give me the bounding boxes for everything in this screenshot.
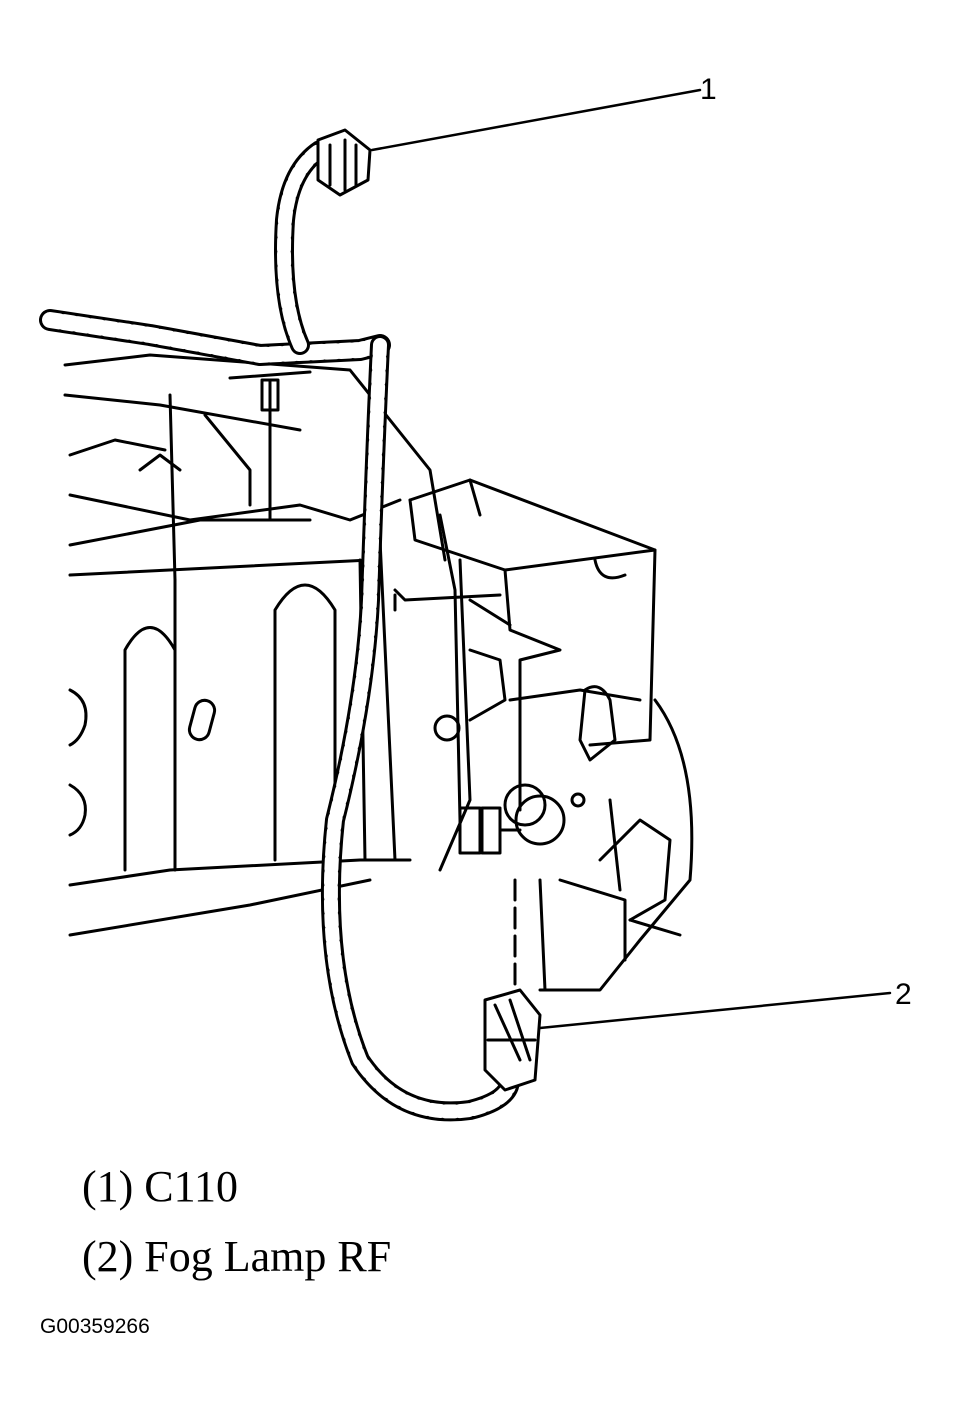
fog-lamp-housing [503,698,694,992]
callout-2-number: 2 [895,978,912,1011]
callout-2-leader [538,991,892,1030]
figure-id: G00359266 [40,1315,150,1338]
connector-c110 [316,128,372,197]
legend-item-c110: (1) C110 [82,1162,239,1211]
radiator-support-frame [63,353,447,937]
callout-1-leader [370,88,702,152]
lamp-side-connector [458,806,522,855]
connector-fog-lamp-rf [483,878,542,1092]
fog-lamp-bracket [393,478,657,872]
legend-item-fog-lamp-rf: (2) Fog Lamp RF [82,1232,392,1281]
wiring-harness [39,140,520,1122]
callout-1-number: 1 [700,73,717,106]
